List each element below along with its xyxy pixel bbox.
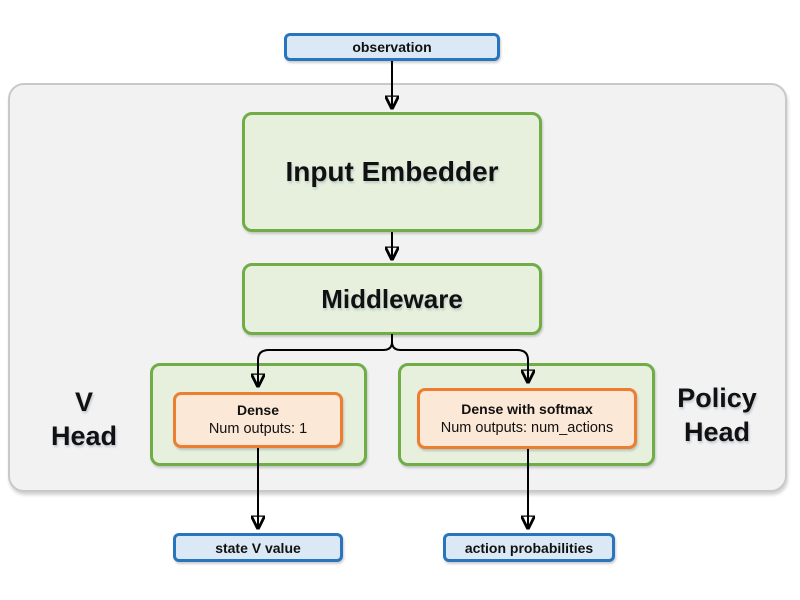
v-head-label: V Head [28,385,140,453]
v-dense-layer: Dense Num outputs: 1 [173,392,343,448]
input-embedder-label: Input Embedder [285,156,499,187]
policy-head-label: Policy Head [658,381,776,449]
v-head-label-line2: Head [50,421,118,451]
action-probabilities-box: action probabilities [443,533,615,562]
observation-label: observation [352,39,432,55]
input-embedder-block: Input Embedder [242,112,542,232]
policy-dense-subtitle: Num outputs: num_actions [440,419,614,436]
v-head-label-line1: V [74,387,93,417]
policy-dense-title: Dense with softmax [461,400,593,417]
middleware-block: Middleware [242,263,542,335]
policy-head-label-line2: Head [683,417,751,447]
v-dense-subtitle: Num outputs: 1 [208,421,308,437]
observation-box: observation [284,33,500,61]
policy-head-label-line1: Policy [677,383,757,413]
policy-dense-layer: Dense with softmax Num outputs: num_acti… [417,388,637,449]
state-v-value-label: state V value [215,539,301,556]
middleware-label: Middleware [321,283,463,314]
action-probabilities-label: action probabilities [464,539,594,556]
v-dense-title: Dense [236,402,280,418]
state-v-value-box: state V value [173,533,343,562]
